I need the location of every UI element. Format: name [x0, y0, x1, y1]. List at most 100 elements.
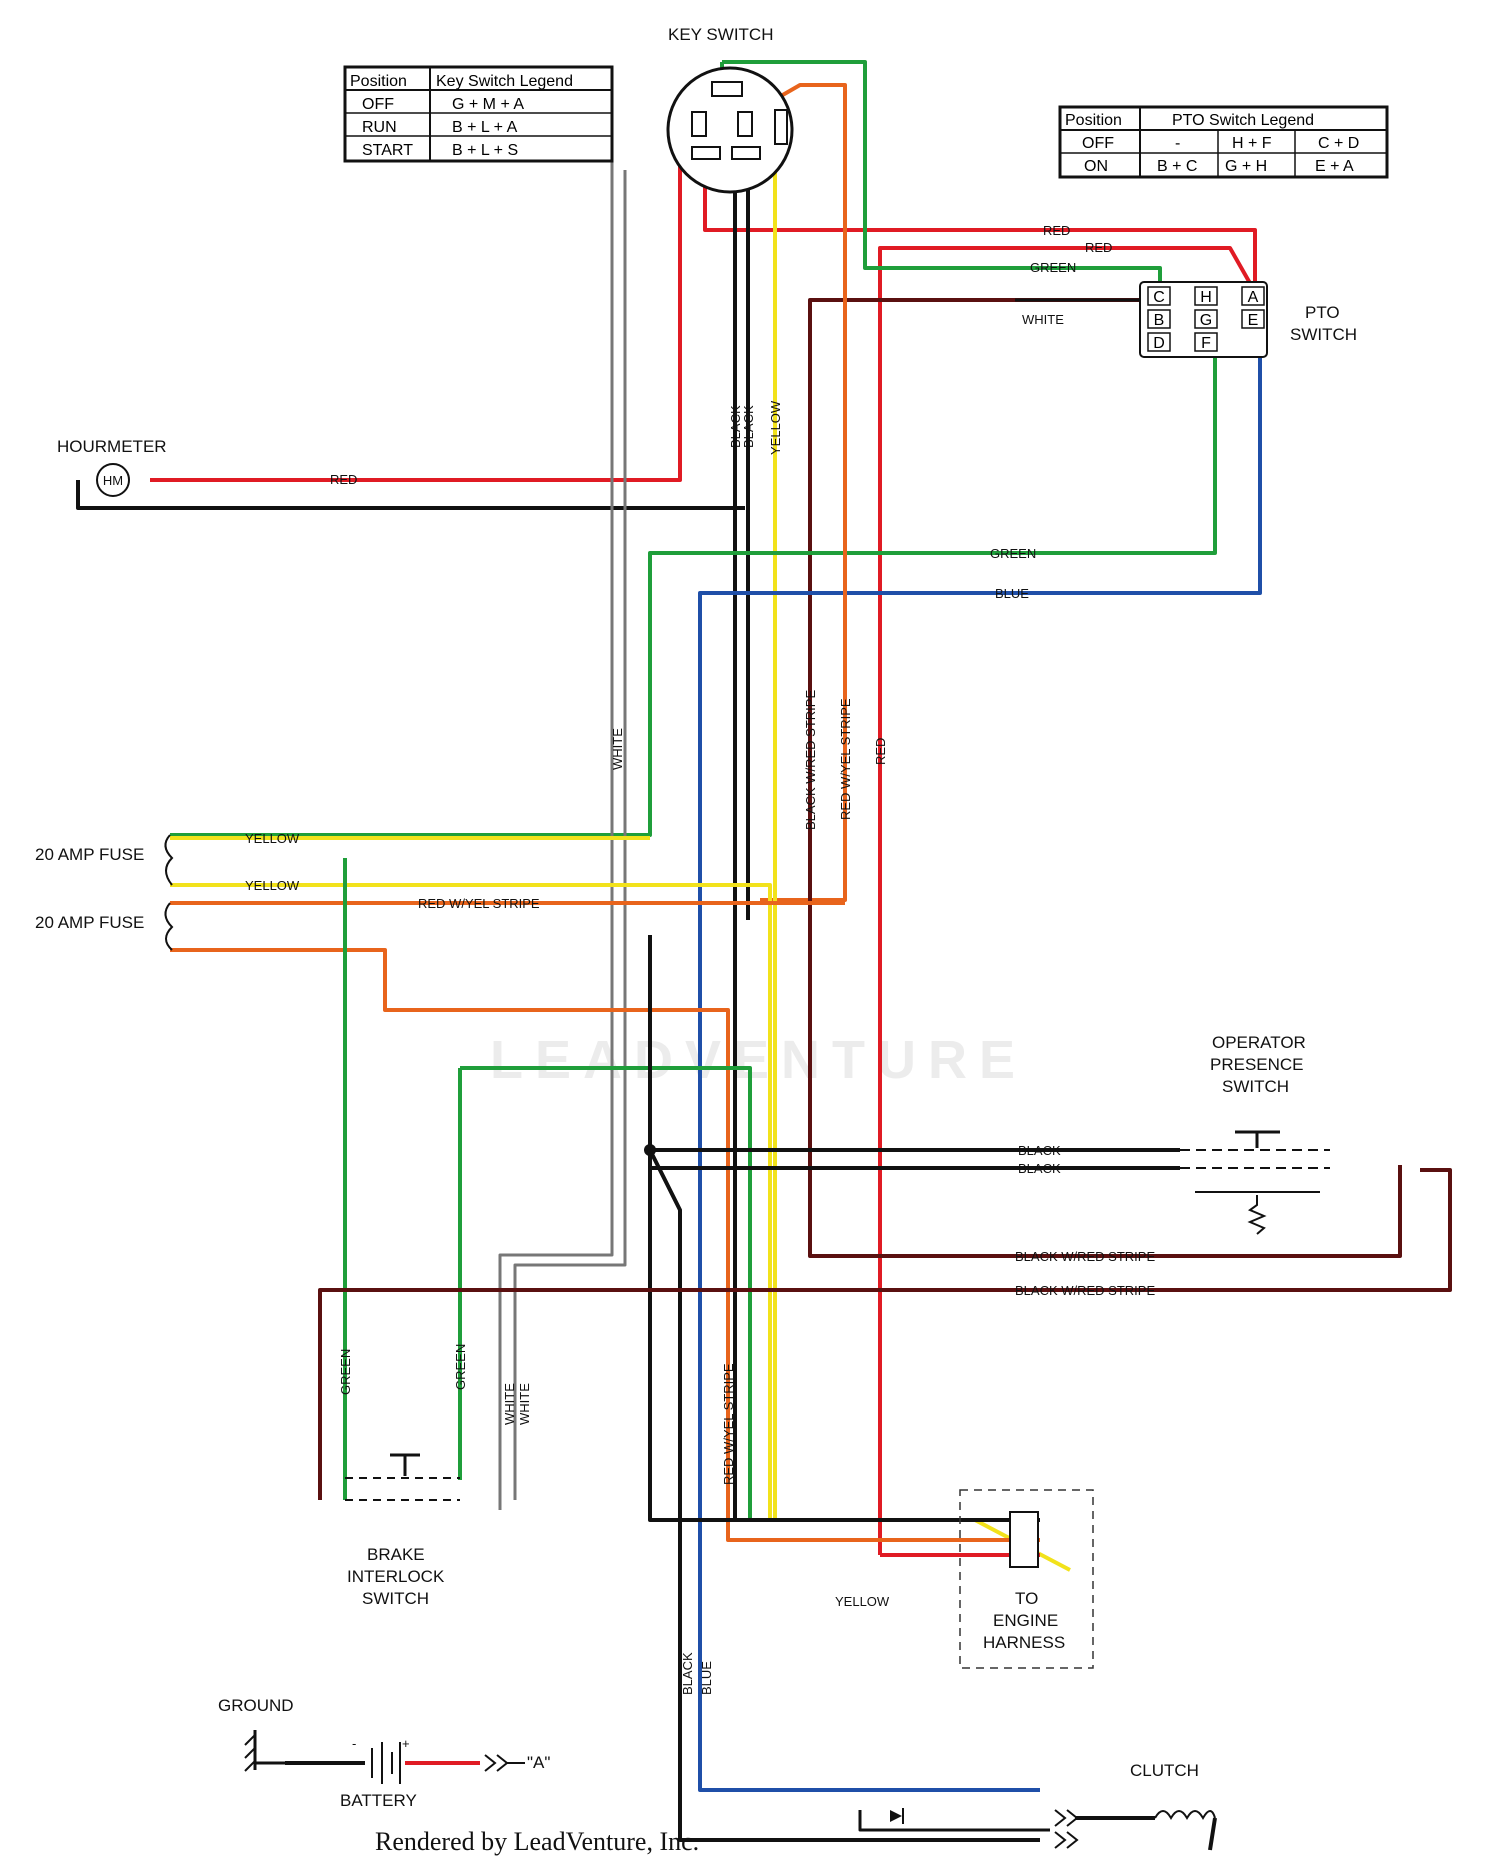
- wire-label-black-red-stripe-1: BLACK W/RED STRIPE: [1015, 1249, 1155, 1264]
- key-terminal-g: [711, 81, 743, 97]
- wire-label-white-vertical: WHITE: [610, 728, 625, 770]
- wire-label-green-mid: GREEN: [990, 546, 1036, 561]
- wire-label-black-red-stripe-2: BLACK W/RED STRIPE: [1015, 1283, 1155, 1298]
- pto-legend-row-2-c3: E + A: [1315, 158, 1354, 175]
- wire-label-red-hourmeter: RED: [330, 472, 357, 487]
- key-switch: KEY SWITCH: [666, 25, 794, 194]
- ops-spring: [1247, 1195, 1267, 1235]
- ops-label-2: PRESENCE: [1210, 1055, 1304, 1074]
- key-legend-header-position: Position: [350, 73, 407, 90]
- wire-label-yellow-fuse-2: YELLOW: [245, 878, 300, 893]
- wire-green-top: [722, 60, 1162, 296]
- key-switch-body: [666, 66, 794, 194]
- wire-label-blue-mid: BLUE: [995, 586, 1029, 601]
- clutch-label: CLUTCH: [1130, 1761, 1199, 1780]
- wire-red-yel-stripe-low: [170, 948, 1040, 1542]
- brake-interlock-switch: BRAKE INTERLOCK SWITCH: [345, 1453, 460, 1608]
- clutch-coil: [1154, 1810, 1216, 1821]
- pto-terminal-e: E: [1248, 312, 1259, 329]
- key-legend-row-3-pos: START: [362, 142, 413, 159]
- wire-labels: RED RED GREEN WHITE RED BLACK BLACK YELL…: [245, 223, 1155, 1695]
- engine-harness-label-3: HARNESS: [983, 1633, 1065, 1652]
- hourmeter-label: HOURMETER: [57, 437, 167, 456]
- clutch-connector-1: [1054, 1809, 1079, 1827]
- pto-switch-label-2: SWITCH: [1290, 325, 1357, 344]
- pto-terminal-d: D: [1153, 335, 1165, 352]
- wire-black-red-stripe-1: [808, 298, 1402, 1258]
- pto-legend-row-2-c1: B + C: [1157, 158, 1197, 175]
- wire-green-mid: [170, 345, 1217, 837]
- wire-black-hourmeter: [76, 480, 745, 510]
- key-legend-border: [343, 65, 614, 163]
- wire-label-white-top: WHITE: [1022, 312, 1064, 327]
- hourmeter-symbol: HM: [103, 473, 123, 488]
- fuse-2-label: 20 AMP FUSE: [35, 913, 144, 932]
- fuses: 20 AMP FUSE 20 AMP FUSE: [35, 834, 174, 951]
- brake-label-2: INTERLOCK: [347, 1567, 445, 1586]
- battery-connector-symbol: [484, 1754, 509, 1772]
- key-switch-label: KEY SWITCH: [668, 25, 773, 44]
- pto-terminal-a: A: [1248, 289, 1259, 306]
- engine-harness-box: [959, 1489, 1094, 1669]
- wire-clutch-2: [1208, 1817, 1217, 1851]
- engine-harness-connector: [1009, 1511, 1039, 1568]
- wire-orange-1: [747, 83, 847, 902]
- key-switch-legend: Position Key Switch Legend OFF G + M + A…: [343, 65, 614, 163]
- hourmeter: HOURMETER HM: [57, 437, 167, 497]
- wire-red-2: [878, 246, 1257, 293]
- wire-label-red-1: RED: [1043, 223, 1070, 238]
- pto-terminal-b: B: [1154, 312, 1165, 329]
- pto-legend-border: [1058, 105, 1389, 179]
- key-terminal-b: [737, 111, 753, 137]
- pto-legend-row-2-c2: G + H: [1225, 158, 1267, 175]
- pto-terminal-f: F: [1201, 335, 1211, 352]
- wire-label-black-red-stripe-v: BLACK W/RED STRIPE: [803, 690, 818, 830]
- wire-label-red-vertical: RED: [873, 738, 888, 765]
- battery-label: BATTERY: [340, 1791, 417, 1810]
- key-legend-row-2-pos: RUN: [362, 119, 397, 136]
- pto-legend-header-legend: PTO Switch Legend: [1172, 112, 1314, 129]
- pto-switch-label-1: PTO: [1305, 303, 1340, 322]
- wire-yellow-vertical: [773, 120, 1071, 1572]
- battery-plus: +: [402, 1736, 410, 1751]
- pto-legend-row-2-pos: ON: [1084, 158, 1108, 175]
- operator-presence-switch: OPERATOR PRESENCE SWITCH: [1180, 1033, 1330, 1235]
- wire-clutch-diode: [858, 1810, 1050, 1832]
- fuse-1-symbol: [164, 834, 174, 886]
- fuse-2-symbol: [164, 902, 174, 951]
- pto-legend-row-1-pos: OFF: [1082, 135, 1114, 152]
- ground-label: GROUND: [218, 1696, 294, 1715]
- wire-label-black-ops-2: BLACK: [1018, 1161, 1061, 1176]
- key-terminal-l: [691, 146, 721, 160]
- wire-red-hourmeter: [150, 148, 700, 482]
- wire-label-yellow-vertical: YELLOW: [768, 400, 783, 455]
- wire-label-yellow-fuse-1: YELLOW: [245, 831, 300, 846]
- wire-label-red-2: RED: [1085, 240, 1112, 255]
- wire-white-vertical-2: [513, 170, 627, 1500]
- battery-minus: -: [352, 1736, 356, 1751]
- wire-white-vertical: [498, 145, 614, 1510]
- wire-label-red-yel-stripe-fuse: RED W/YEL STRIPE: [418, 896, 540, 911]
- pto-terminal-g: G: [1200, 312, 1212, 329]
- brake-label-3: SWITCH: [362, 1589, 429, 1608]
- key-terminal-m: [691, 111, 707, 137]
- ground-battery: GROUND - + "A" BATTERY: [218, 1696, 550, 1810]
- clutch-diode: [890, 1810, 902, 1822]
- watermark: LEADVENTURE: [490, 1030, 1027, 1090]
- key-terminal-s: [731, 146, 761, 160]
- brake-label-1: BRAKE: [367, 1545, 425, 1564]
- wire-label-yellow-engine: YELLOW: [835, 1594, 890, 1609]
- engine-harness-label-2: ENGINE: [993, 1611, 1058, 1630]
- wire-label-white-brake-2: WHITE: [517, 1383, 532, 1425]
- key-terminal-a: [774, 109, 788, 145]
- key-legend-header-legend: Key Switch Legend: [436, 73, 573, 90]
- engine-harness: TO ENGINE HARNESS: [959, 1489, 1094, 1669]
- pto-switch-legend: Position PTO Switch Legend OFF - H + F C…: [1058, 105, 1389, 179]
- engine-harness-label-1: TO: [1015, 1589, 1038, 1608]
- pto-legend-row-1-c3: C + D: [1318, 135, 1359, 152]
- pto-terminal-h: H: [1200, 289, 1212, 306]
- wire-label-white-brake-1: WHITE: [502, 1383, 517, 1425]
- hourmeter-gauge: [96, 463, 130, 497]
- wire-blue-mid: [698, 318, 1262, 1792]
